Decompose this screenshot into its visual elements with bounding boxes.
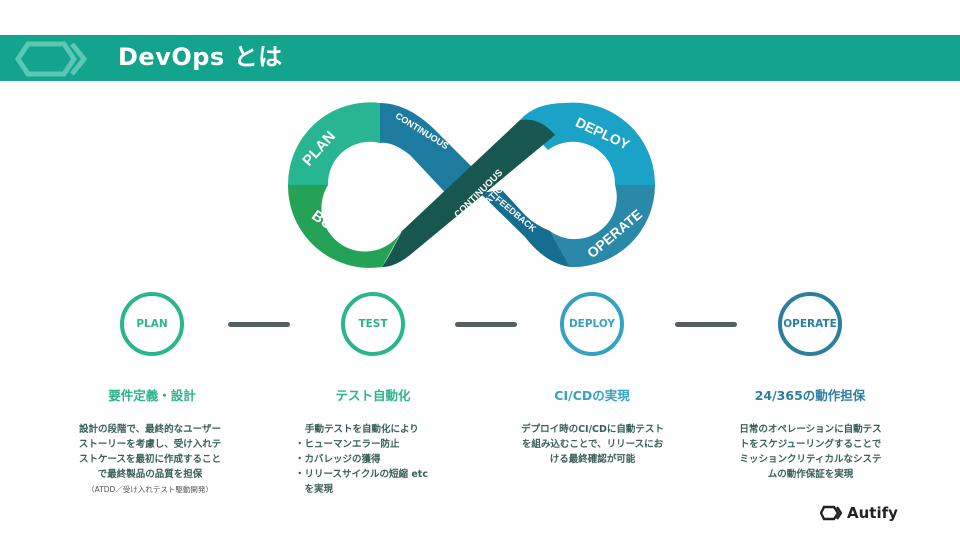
- connector-line: [228, 322, 290, 327]
- stage-title-plan: 要件定義・設計: [108, 388, 196, 403]
- brand-logo: Autify: [820, 504, 898, 522]
- stage-title-deploy: CI/CDの実現: [554, 388, 630, 403]
- stage-title-test: テスト自動化: [335, 388, 411, 403]
- desc-note: （ATDD／受け入れテスト駆動開発）: [87, 485, 213, 494]
- stage-circle-deploy: DEPLOY: [560, 292, 624, 356]
- desc-line: を実現: [295, 484, 334, 495]
- ci-segment: [382, 119, 555, 267]
- autify-logo-icon: [14, 41, 88, 77]
- desc-line: ・リリースサイクルの短縮 etc: [295, 469, 428, 480]
- desc-line: ・ヒューマンエラー防止: [295, 439, 400, 450]
- stage-title-operate: 24/365の動作担保: [754, 388, 866, 403]
- stage-circle-plan: PLAN: [120, 292, 184, 356]
- desc-line: を組み込むことで、リリースにお: [521, 439, 664, 450]
- stage-circle-label: PLAN: [136, 318, 168, 330]
- feedback-segment: [480, 190, 570, 267]
- page-title: DevOps とは: [118, 43, 283, 71]
- connector-line: [675, 322, 737, 327]
- stage-circle-label: DEPLOY: [568, 318, 616, 330]
- stage-desc-operate: 日常のオペレーションに自動テス トをスケジューリングすることで ミッションクリテ…: [718, 422, 903, 482]
- desc-line: ミッションクリティカルなシステ: [739, 454, 882, 465]
- stage-circle-operate: OPERATE: [778, 292, 842, 356]
- stage-desc-test: 手動テストを自動化により ・ヒューマンエラー防止 ・カバレッジの獲得 ・リリース…: [295, 422, 465, 497]
- plan-segment: [287, 102, 380, 185]
- desc-line: ・カバレッジの獲得: [295, 454, 381, 465]
- devops-infinity-diagram: PLAN BUILD CONTINUOUS CONTINUOUS INTEGRA…: [287, 102, 656, 268]
- desc-line: ける最終確認が可能: [549, 454, 636, 465]
- build-segment: [287, 185, 402, 268]
- stage-desc-deploy: デプロイ時のCI/CDに自動テスト を組み込むことで、リリースにお ける最終確認…: [500, 422, 685, 467]
- desc-line: 日常のオペレーションに自動テス: [739, 424, 882, 435]
- desc-line: で最終製品の品質を担保: [97, 469, 203, 480]
- stage-circle-test: TEST: [341, 292, 405, 356]
- desc-line: ムの動作保証を実現: [767, 469, 854, 480]
- desc-line: ストーリーを考慮し、受け入れテ: [78, 439, 222, 450]
- desc-line: ストケースを最初に作成すること: [78, 454, 222, 465]
- deploy-segment: [520, 102, 656, 185]
- autify-mark-icon: [820, 505, 842, 521]
- brand-name: Autify: [847, 504, 898, 522]
- operate-segment: [550, 185, 655, 268]
- connector-line: [455, 322, 517, 327]
- stage-circle-label: OPERATE: [783, 318, 837, 330]
- header-bar: [0, 35, 960, 81]
- desc-line: トをスケジューリングすることで: [739, 439, 882, 450]
- desc-line: 手動テストを自動化により: [305, 424, 419, 435]
- stage-circle-label: TEST: [358, 318, 388, 330]
- desc-line: 設計の段階で、最終的なユーザー: [79, 424, 221, 435]
- stage-desc-plan: 設計の段階で、最終的なユーザー ストーリーを考慮し、受け入れテ ストケースを最初…: [55, 422, 245, 497]
- desc-line: デプロイ時のCI/CDに自動テスト: [521, 424, 664, 435]
